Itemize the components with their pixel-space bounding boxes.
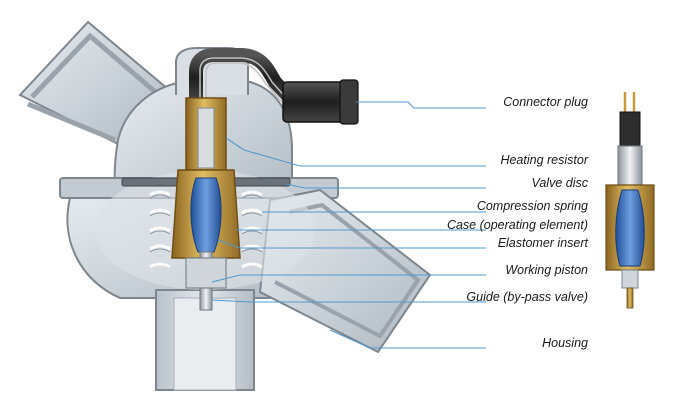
label-connector-plug: Connector plug (503, 95, 588, 109)
label-working-piston: Working piston (505, 263, 588, 277)
label-case-operating-element: Case (operating element) (446, 218, 588, 232)
label-elastomer-insert: Elastomer insert (497, 236, 588, 250)
compression-spring-shadow (149, 194, 263, 253)
elastomer-insert (190, 177, 222, 253)
compression-spring (149, 190, 263, 269)
leader-housing (329, 329, 486, 349)
cable-wire-2 (205, 62, 283, 103)
operating-element (121, 97, 291, 311)
heating-resistor-core (197, 107, 215, 169)
bypass-guide (185, 257, 227, 289)
outlet-pipe-inner (274, 202, 421, 339)
leader-valve-disc (285, 183, 486, 189)
connector-plug-assembly (189, 48, 359, 125)
label-housing: Housing (542, 336, 588, 350)
cable-bundle (189, 48, 297, 107)
label-guide-bypass-valve: Guide (by-pass valve) (466, 290, 588, 304)
leader-elastomer-insert (217, 239, 486, 249)
leader-working-piston (211, 274, 486, 283)
leader-connector-plug (356, 101, 486, 109)
label-compression-spring: Compression spring (476, 199, 588, 213)
label-heating-resistor: Heating resistor (500, 153, 588, 167)
upper-inlet-pipe-wall (27, 32, 162, 143)
leader-heating-resistor (225, 137, 486, 167)
connector-plug-ring (339, 79, 359, 125)
bottom-pipe-bore (173, 297, 237, 391)
leader-guide (211, 299, 486, 303)
operating-element-inset (605, 92, 655, 309)
leader-lines (211, 101, 486, 349)
label-valve-disc: Valve disc (531, 176, 588, 190)
cable-wire-1 (199, 57, 289, 101)
